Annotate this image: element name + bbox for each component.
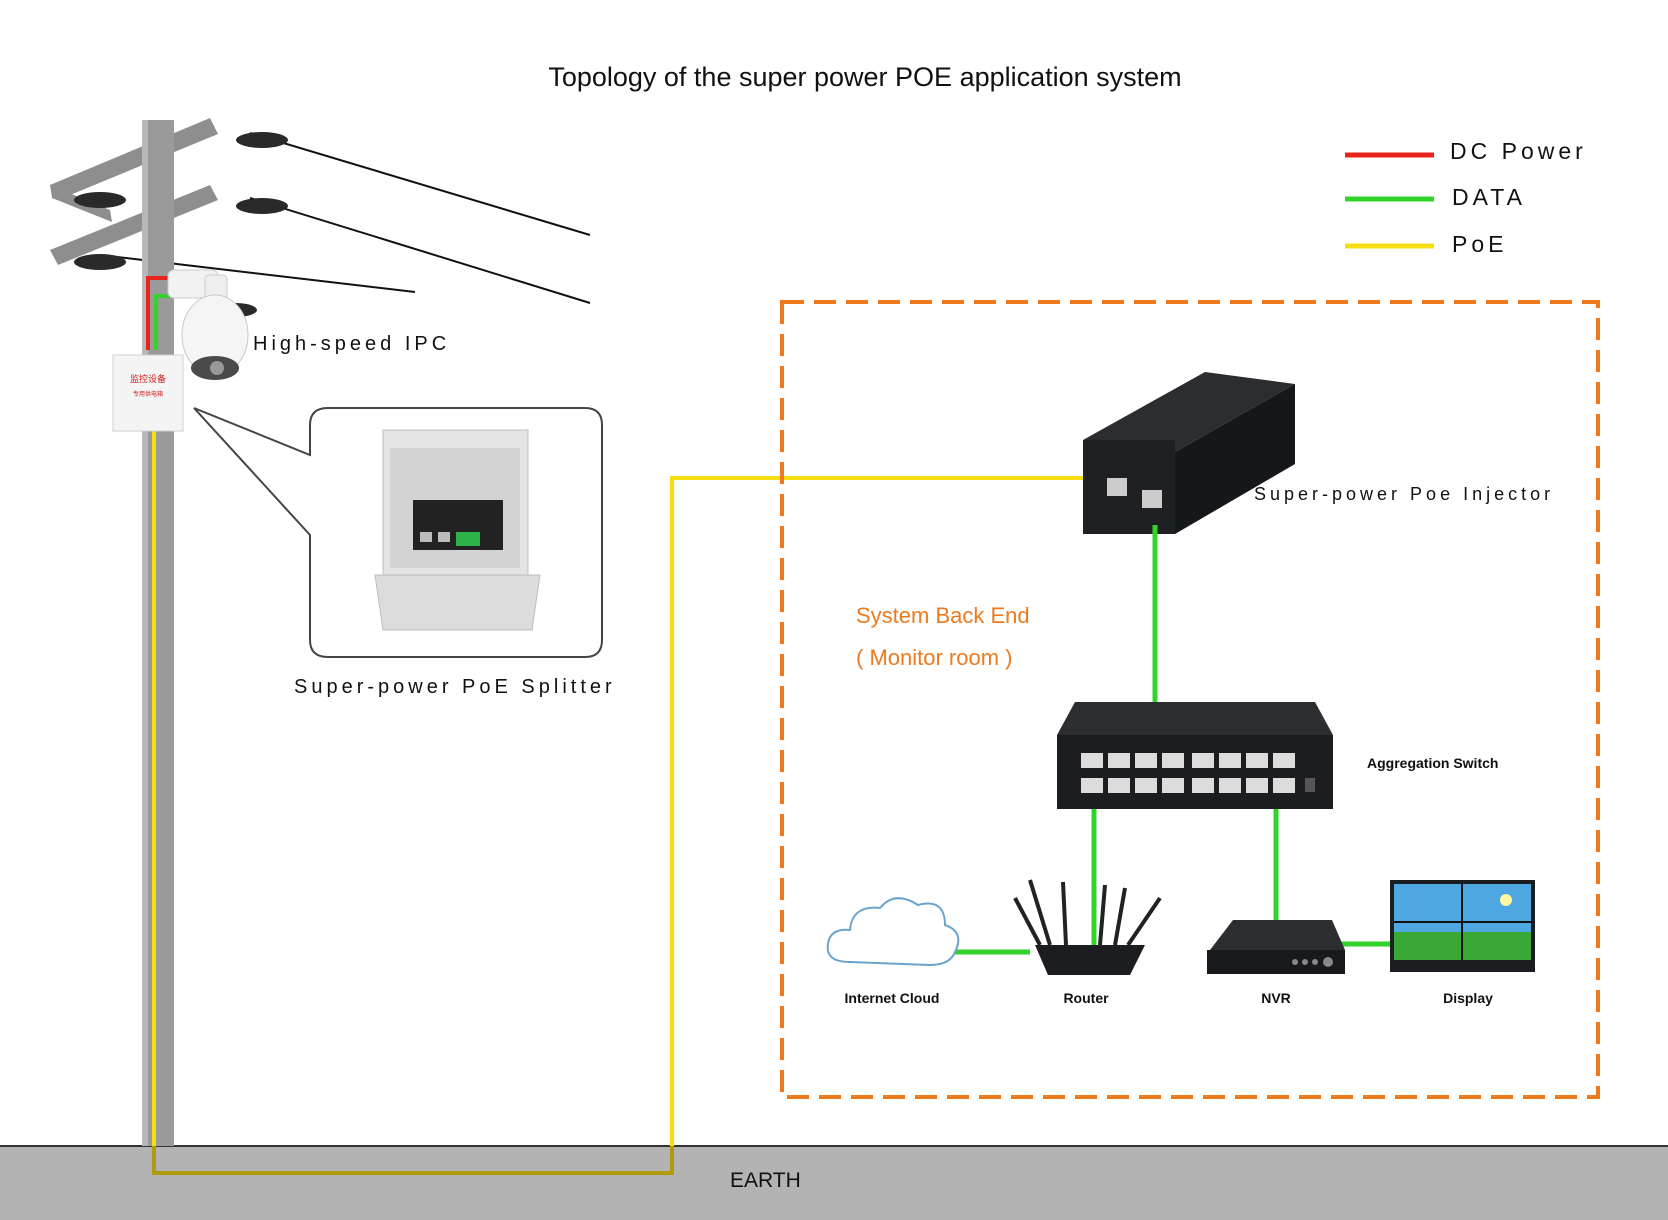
poe-cable — [152, 425, 1086, 1175]
ipc-camera-icon — [167, 269, 249, 380]
nvr-label: NVR — [1261, 990, 1291, 1006]
legend-label-dc-power: DC Power — [1450, 138, 1587, 164]
splitter-enclosure-icon — [374, 429, 541, 631]
backend-subtitle: ( Monitor room ) — [856, 645, 1013, 670]
legend-label-data: DATA — [1452, 184, 1526, 210]
legend-label-poe: PoE — [1452, 231, 1508, 257]
splitter-box-icon: 监控设备 专用供电箱 — [112, 354, 184, 432]
router-label: Router — [1063, 990, 1109, 1006]
data-wire-camera — [154, 294, 174, 350]
ipc-label: High-speed IPC — [253, 333, 451, 355]
utility-pole-crossarms — [50, 118, 218, 265]
backend-title: System Back End — [856, 603, 1030, 628]
poe-injector-icon — [1083, 372, 1295, 534]
aggregation-switch-icon — [1057, 702, 1333, 809]
router-icon — [1013, 879, 1162, 947]
backend-boundary — [780, 300, 1600, 1099]
ground — [0, 1145, 1668, 1220]
display-label: Display — [1443, 990, 1493, 1006]
splitter-label: Super-power PoE Splitter — [294, 676, 616, 698]
diagram-title: Topology of the super power POE applicat… — [548, 62, 1182, 92]
svg-text:监控设备: 监控设备 — [130, 373, 166, 384]
injector-label: Super-power Poe Injector — [1254, 484, 1555, 504]
earth-label: EARTH — [730, 1169, 801, 1192]
internet-cloud-icon — [826, 897, 960, 967]
display-icon — [1390, 880, 1535, 972]
cloud-label: Internet Cloud — [844, 990, 940, 1006]
dc-power-wire — [146, 276, 172, 350]
nvr-icon — [1207, 920, 1345, 974]
switch-label: Aggregation Switch — [1367, 755, 1499, 771]
svg-text:专用供电箱: 专用供电箱 — [133, 390, 163, 398]
